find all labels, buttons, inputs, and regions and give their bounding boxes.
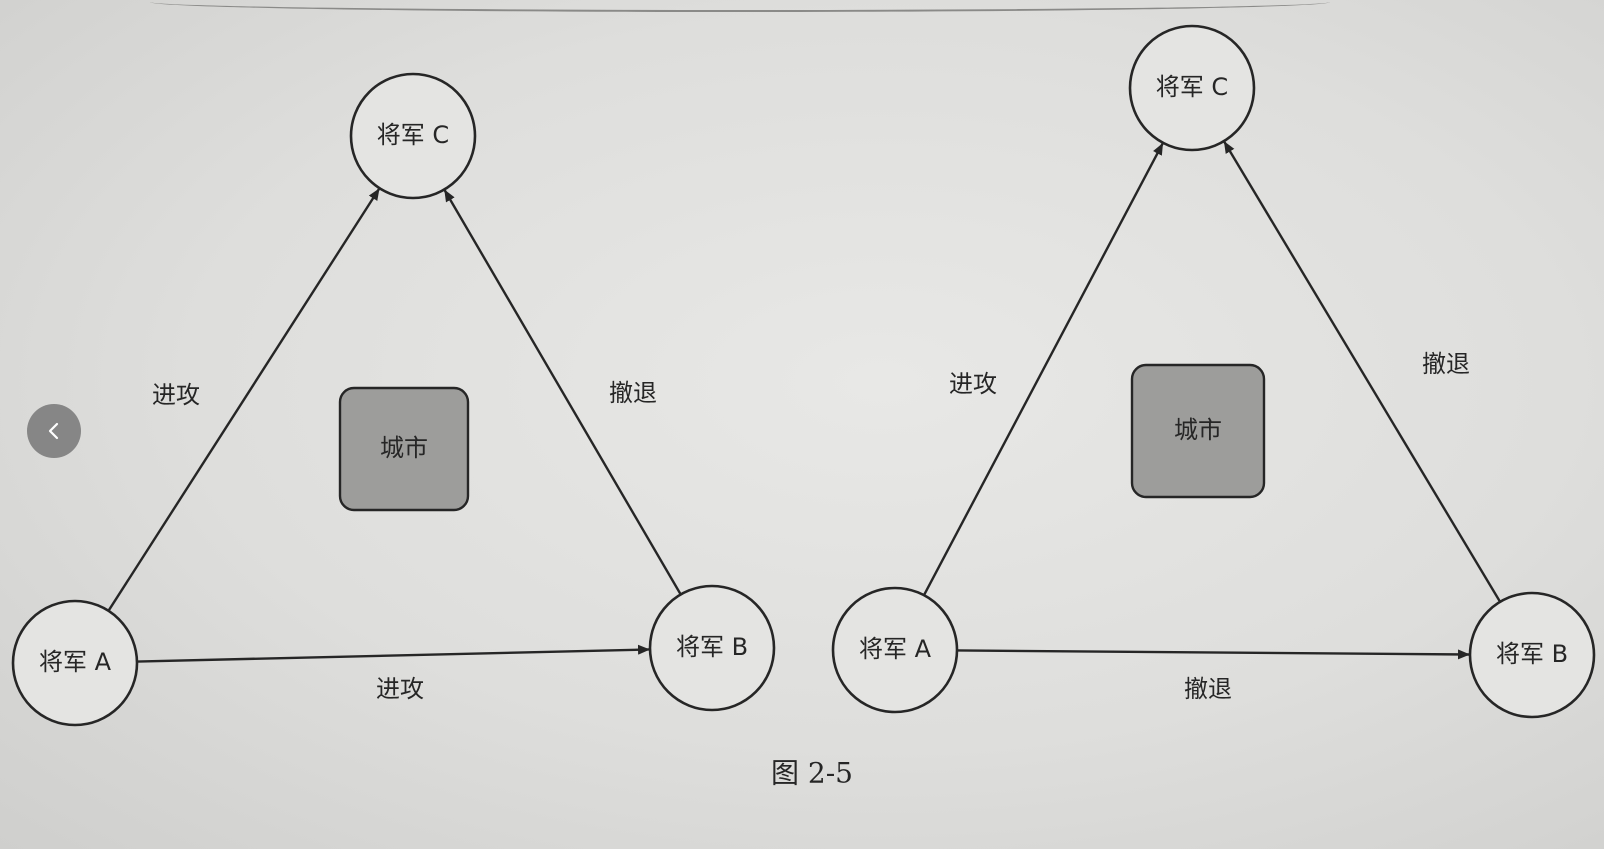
edge-label-b-c: 撤退 [1422,350,1470,378]
general-c-label: 将军 C [1156,73,1228,101]
general-b-node [648,584,776,712]
city-box [338,386,470,512]
diagram-1: 城市进攻撤退进攻将军 A将军 B将军 C [11,72,776,727]
general-b-label: 将军 B [676,633,748,661]
arrow-b-to-c [1223,141,1502,603]
back-button[interactable] [27,404,81,458]
general-a-node [11,599,139,727]
general-a-label: 将军 A [859,635,932,663]
edge-label-b-c: 撤退 [609,379,657,407]
general-c-label: 将军 C [377,121,449,149]
figure-caption: 图 2-5 [771,757,853,790]
general-b-node [1468,591,1596,719]
page-edge-line [150,0,1330,12]
chevron-left-icon [48,422,59,440]
general-a-label: 将军 A [39,648,112,676]
city-box [1130,363,1266,499]
arrow-a-to-b [956,649,1471,660]
edge-label-a-c: 进攻 [949,370,997,398]
arrow-a-to-b [136,644,651,663]
city-label: 城市 [380,434,428,462]
edge-label-a-b: 撤退 [1184,675,1232,703]
city-label: 城市 [1174,416,1222,444]
general-c-node [349,72,477,200]
edge-label-a-c: 进攻 [152,381,200,409]
arrow-a-to-c [107,188,380,612]
arrow-a-to-c [922,142,1164,596]
general-a-node [831,586,959,714]
general-c-node [1128,24,1256,152]
edge-label-a-b: 进攻 [376,675,424,703]
arrow-b-to-c [443,189,682,596]
general-b-label: 将军 B [1496,640,1568,668]
